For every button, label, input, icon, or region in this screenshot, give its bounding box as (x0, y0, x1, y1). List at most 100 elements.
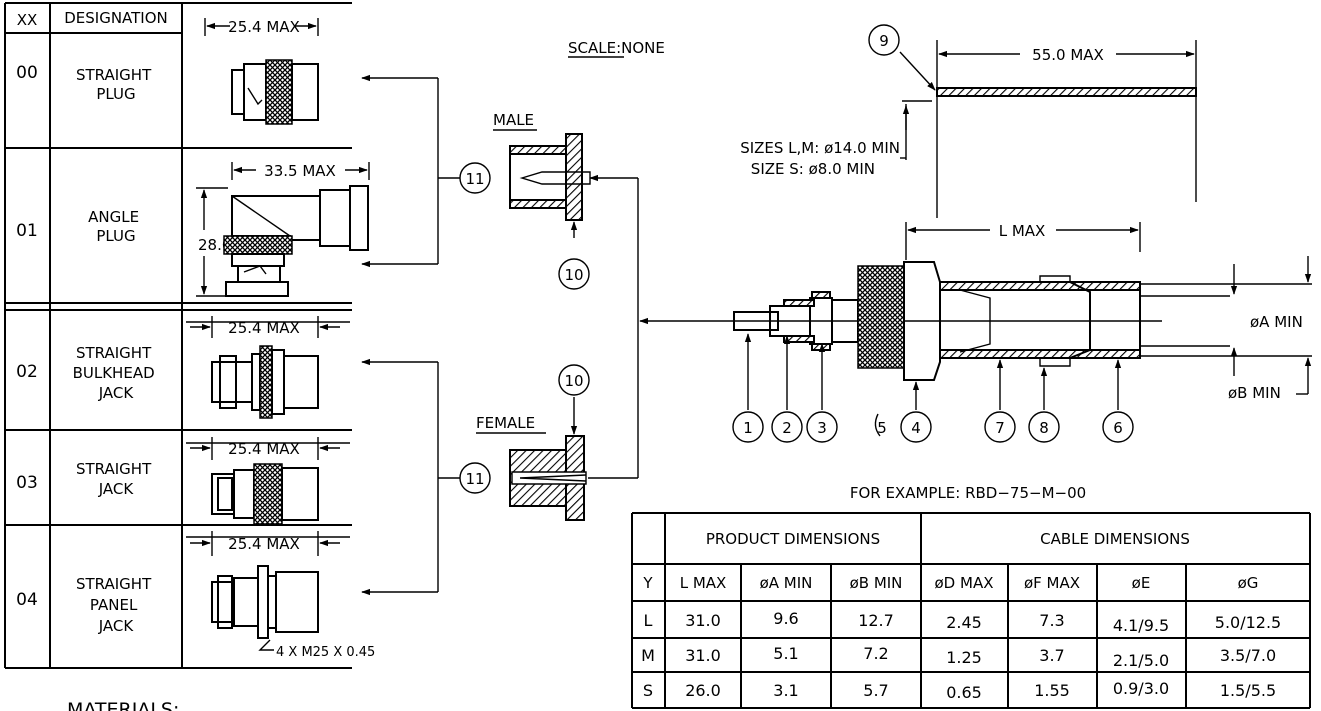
callout-10-male: 10 (558, 258, 590, 290)
row-designation-01: ANGLE PLUG (88, 208, 144, 245)
table-cell: 7.3 (1039, 611, 1064, 630)
row-designation-00: STRAIGHT PLUG (76, 66, 156, 103)
callout-11-female: 11 (459, 462, 491, 494)
col-header-f-max: øF MAX (1024, 574, 1080, 592)
dim-height-01: 28.0 (198, 236, 231, 254)
callout-9: 9 (868, 24, 900, 56)
col-header-d-max: øD MAX (935, 574, 994, 592)
col-header-a-min: øA MIN (760, 574, 813, 592)
table-cell: 31.0 (685, 611, 721, 630)
row-code-00: 00 (16, 63, 38, 83)
svg-text:1: 1 (743, 419, 753, 437)
male-label: MALE (493, 111, 534, 129)
table-cell: 3.7 (1039, 646, 1064, 665)
table-cell: M (641, 646, 655, 665)
callout-balloons: 11 10 10 11 9 1 2 3 5 (459, 24, 1134, 494)
svg-text:6: 6 (1113, 419, 1123, 437)
female-label: FEMALE (476, 414, 535, 432)
angle-plug-icon: 33.5 MAX 28.0 (196, 162, 370, 297)
svg-text:10: 10 (564, 372, 583, 390)
table-cell: 26.0 (685, 681, 721, 700)
table-cell: 5.1 (773, 644, 798, 663)
row-designation-02: STRAIGHT BULKHEAD JACK (73, 344, 160, 402)
table-cell: 3.1 (773, 681, 798, 700)
svg-text:2: 2 (782, 419, 792, 437)
table-cell: 1.55 (1034, 681, 1070, 700)
svg-text:4: 4 (911, 419, 921, 437)
table-cell: 4.1/9.5 (1113, 616, 1169, 635)
callout-10-female: 10 (558, 364, 590, 396)
female-contact: FEMALE (476, 397, 587, 521)
col-header-l-max: L MAX (680, 574, 727, 592)
selector-arrows (361, 74, 726, 596)
scale-note: SCALE:NONE (568, 39, 665, 57)
svg-text:7: 7 (995, 419, 1005, 437)
straight-jack-icon: 25.4 MAX (186, 437, 350, 525)
sleeve-size-lm: SIZES L,M: ø14.0 MIN (740, 139, 900, 157)
table-cell: 0.9/3.0 (1113, 679, 1169, 698)
straight-plug-icon: 25.4 MAX (204, 18, 319, 125)
bulkhead-jack-icon: 25.4 MAX (186, 316, 350, 419)
table-cell: 31.0 (685, 646, 721, 665)
callout-8: 8 (1028, 411, 1060, 443)
svg-text:11: 11 (465, 170, 484, 188)
sleeve-size-s: SIZE S: ø8.0 MIN (751, 160, 875, 178)
callout-4: 4 (900, 411, 932, 443)
dimension-table: PRODUCT DIMENSIONS CABLE DIMENSIONS Y L … (631, 512, 1311, 709)
table-cell: 5.0/12.5 (1215, 613, 1281, 632)
table-cell: 7.2 (863, 644, 888, 663)
group-header-product: PRODUCT DIMENSIONS (706, 530, 880, 548)
panel-jack-icon: 25.4 MAX 4 X M25 X 0.45 (186, 531, 375, 660)
callout-11-male: 11 (459, 162, 491, 194)
table-cell: 0.65 (946, 683, 982, 702)
variant-table: XX DESIGNATION 00 STRAIGHT PLUG 01 ANGLE… (4, 2, 352, 669)
svg-text:9: 9 (879, 32, 889, 50)
callout-1: 1 (732, 411, 764, 443)
col-header-e: øE (1132, 574, 1151, 592)
dim-row-03: 25.4 MAX (228, 440, 300, 458)
thread-note-04: 4 X M25 X 0.45 (276, 645, 375, 660)
table-cell: 9.6 (773, 609, 798, 628)
connector-assembly: L MAX øA MIN øB MIN (726, 51, 1312, 437)
dim-row-00: 25.4 MAX (228, 18, 300, 36)
sleeve-length-dim: 55.0 MAX (1032, 46, 1104, 64)
col-header-xx: XX (17, 11, 38, 29)
row-code-03: 03 (16, 473, 38, 493)
col-header-designation: DESIGNATION (64, 9, 168, 27)
row-code-02: 02 (16, 362, 38, 382)
dia-b-dim: øB MIN (1228, 384, 1281, 402)
group-header-cable: CABLE DIMENSIONS (1040, 530, 1190, 548)
callout-3: 3 (806, 411, 838, 443)
svg-text:11: 11 (465, 470, 484, 488)
assembly-length-dim: L MAX (999, 222, 1046, 240)
row-designation-04: STRAIGHT PANEL JACK (76, 575, 156, 635)
svg-text:8: 8 (1039, 419, 1049, 437)
table-cell: 12.7 (858, 611, 894, 630)
svg-text:10: 10 (564, 266, 583, 284)
callout-2: 2 (771, 411, 803, 443)
callout-6: 6 (1102, 411, 1134, 443)
table-cell: 1.5/5.5 (1220, 681, 1276, 700)
dim-row-01: 33.5 MAX (264, 162, 336, 180)
col-header-g: øG (1238, 574, 1259, 592)
table-cell: 2.45 (946, 613, 982, 632)
svg-text:5: 5 (877, 419, 887, 437)
row-designation-03: STRAIGHT JACK (76, 460, 156, 498)
svg-text:3: 3 (817, 419, 827, 437)
col-header-b-min: øB MIN (850, 574, 903, 592)
dim-row-02: 25.4 MAX (228, 319, 300, 337)
table-cell: L (644, 611, 653, 630)
row-code-01: 01 (16, 221, 38, 241)
dia-a-dim: øA MIN (1250, 313, 1303, 331)
example-caption: FOR EXAMPLE: RBD−75−M−00 (850, 484, 1086, 502)
dim-row-04: 25.4 MAX (228, 535, 300, 553)
table-cell: 3.5/7.0 (1220, 646, 1276, 665)
heat-shrink-sleeve: 55.0 MAX SIZES L,M: ø14.0 MIN SIZE S: ø8… (740, 40, 1197, 218)
callout-5: 5 (877, 419, 887, 437)
col-header-y: Y (642, 574, 653, 592)
materials-label: MATERIALS: (67, 699, 179, 711)
table-cell: S (643, 681, 653, 700)
table-cell: 1.25 (946, 648, 982, 667)
table-cell: 5.7 (863, 681, 888, 700)
